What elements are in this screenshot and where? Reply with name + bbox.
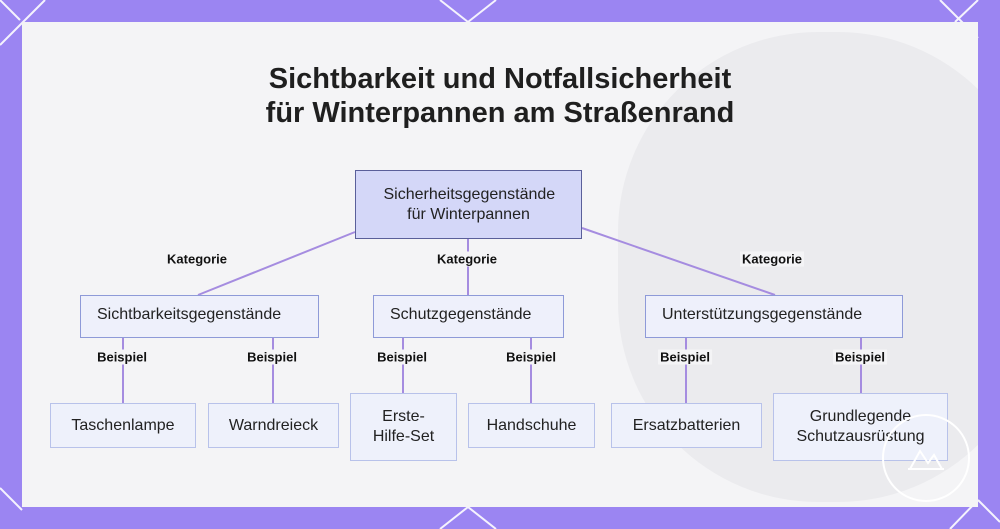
category-node-support: Unterstützungsgegenstände [645,295,903,338]
example-label: Ersatzbatterien [632,416,741,434]
example-label: Warndreieck [228,416,319,434]
edge-label-example-3: Beispiel [375,349,429,365]
category-node-protection: Schutzgegenstände [373,295,564,338]
category-node-visibility: Sichtbarkeitsgegenstände [80,295,319,338]
category-label: Schutzgegenstände [390,305,532,323]
logo-mark-icon [908,449,944,470]
example-label: Taschenlampe [71,416,175,434]
example-node-spare-batteries: Ersatzbatterien [611,403,762,448]
title-line-2: für Winterpannen am Straßenrand [265,97,735,129]
category-label: Sichtbarkeitsgegenstände [97,305,282,323]
edge-label-example-5: Beispiel [658,349,712,365]
example-node-flashlight: Taschenlampe [50,403,196,448]
title-line-1: Sichtbarkeit und Notfallsicherheit [268,63,732,95]
brand-logo-icon [882,414,970,502]
example-node-warning-triangle: Warndreieck [208,403,339,448]
diagram-title: Sichtbarkeit und Notfallsicherheit für W… [0,62,1000,130]
edge-label-example-2: Beispiel [245,349,299,365]
root-node: Sicherheitsgegenstände für Winterpannen [355,170,582,239]
example-node-first-aid-kit: Erste-Hilfe-Set [350,393,457,461]
root-node-label: Sicherheitsgegenstände für Winterpannen [383,185,556,223]
edge-label-category-2: Kategorie [435,251,499,267]
edge-label-category-3: Kategorie [740,251,804,267]
edge-root-to-support [581,227,776,296]
edge-label-example-6: Beispiel [833,349,887,365]
example-label: Handschuhe [486,416,577,434]
edge-root-to-visibility [197,231,356,296]
example-node-gloves: Handschuhe [468,403,595,448]
category-label: Unterstützungsgegenstände [662,305,863,323]
example-label: Erste-Hilfe-Set [372,408,435,445]
edge-label-example-4: Beispiel [504,349,558,365]
edge-label-category-1: Kategorie [165,251,229,267]
edge-label-example-1: Beispiel [95,349,149,365]
